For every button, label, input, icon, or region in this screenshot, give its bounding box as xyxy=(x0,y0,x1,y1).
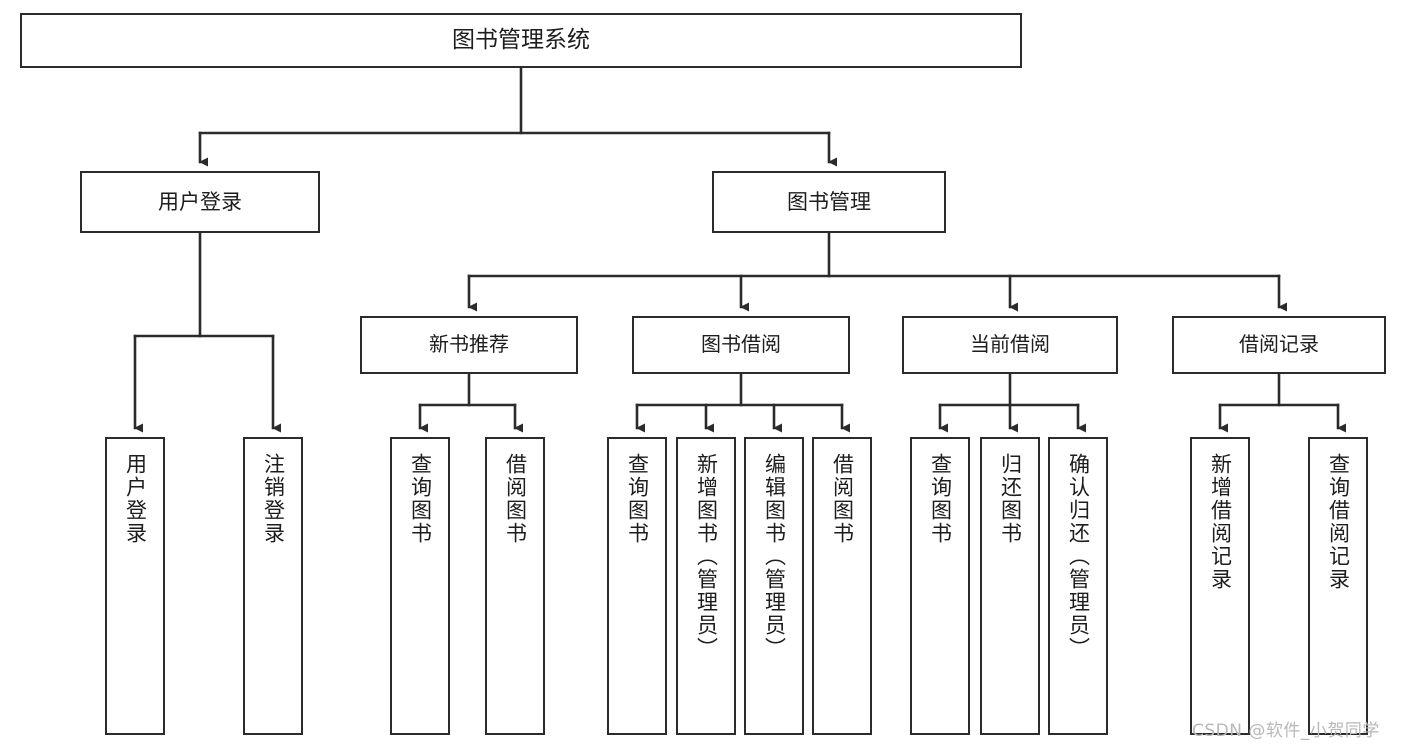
node-leaf-query-book-2-label: 查询图书 xyxy=(625,453,650,545)
node-root[interactable]: 图书管理系统 xyxy=(20,13,1022,68)
node-book-manage[interactable]: 图书管理 xyxy=(712,171,946,233)
node-leaf-logout[interactable]: 注销登录 xyxy=(243,437,303,735)
node-leaf-borrow-book-1-label: 借阅图书 xyxy=(503,453,528,545)
node-book-borrow[interactable]: 图书借阅 xyxy=(632,316,850,374)
node-book-manage-label: 图书管理 xyxy=(787,189,871,214)
node-borrow-record-label: 借阅记录 xyxy=(1239,332,1319,357)
node-leaf-borrow-book-2[interactable]: 借阅图书 xyxy=(812,437,872,735)
node-leaf-user-login-label: 用户登录 xyxy=(123,453,148,545)
node-leaf-return-book-label: 归还图书 xyxy=(998,453,1023,545)
node-leaf-edit-book-label: 编辑图书（管理员） xyxy=(762,453,787,660)
node-leaf-add-book-label: 新增图书（管理员） xyxy=(694,453,719,660)
node-leaf-query-book-3-label: 查询图书 xyxy=(928,453,953,545)
node-borrow-record[interactable]: 借阅记录 xyxy=(1172,316,1386,374)
node-leaf-confirm-return-label: 确认归还（管理员） xyxy=(1066,453,1091,660)
node-leaf-query-record[interactable]: 查询借阅记录 xyxy=(1308,437,1368,735)
node-leaf-query-record-label: 查询借阅记录 xyxy=(1326,453,1351,591)
node-leaf-borrow-book-2-label: 借阅图书 xyxy=(830,453,855,545)
node-leaf-add-record-label: 新增借阅记录 xyxy=(1208,453,1233,591)
node-book-borrow-label: 图书借阅 xyxy=(701,332,781,357)
node-leaf-confirm-return[interactable]: 确认归还（管理员） xyxy=(1048,437,1108,735)
node-leaf-query-book-2[interactable]: 查询图书 xyxy=(607,437,667,735)
node-leaf-query-book-1-label: 查询图书 xyxy=(408,453,433,545)
node-leaf-user-login[interactable]: 用户登录 xyxy=(105,437,165,735)
node-leaf-borrow-book-1[interactable]: 借阅图书 xyxy=(485,437,545,735)
node-new-book-rec[interactable]: 新书推荐 xyxy=(360,316,578,374)
node-user-login-label: 用户登录 xyxy=(158,189,242,214)
node-leaf-logout-label: 注销登录 xyxy=(261,453,286,545)
node-root-label: 图书管理系统 xyxy=(452,26,590,53)
node-current-borrow[interactable]: 当前借阅 xyxy=(902,316,1118,374)
node-leaf-return-book[interactable]: 归还图书 xyxy=(980,437,1040,735)
node-leaf-query-book-1[interactable]: 查询图书 xyxy=(390,437,450,735)
node-leaf-query-book-3[interactable]: 查询图书 xyxy=(910,437,970,735)
node-current-borrow-label: 当前借阅 xyxy=(970,332,1050,357)
node-user-login[interactable]: 用户登录 xyxy=(80,171,320,233)
node-leaf-edit-book[interactable]: 编辑图书（管理员） xyxy=(744,437,804,735)
node-leaf-add-record[interactable]: 新增借阅记录 xyxy=(1190,437,1250,735)
node-new-book-rec-label: 新书推荐 xyxy=(429,332,509,357)
node-leaf-add-book[interactable]: 新增图书（管理员） xyxy=(676,437,736,735)
